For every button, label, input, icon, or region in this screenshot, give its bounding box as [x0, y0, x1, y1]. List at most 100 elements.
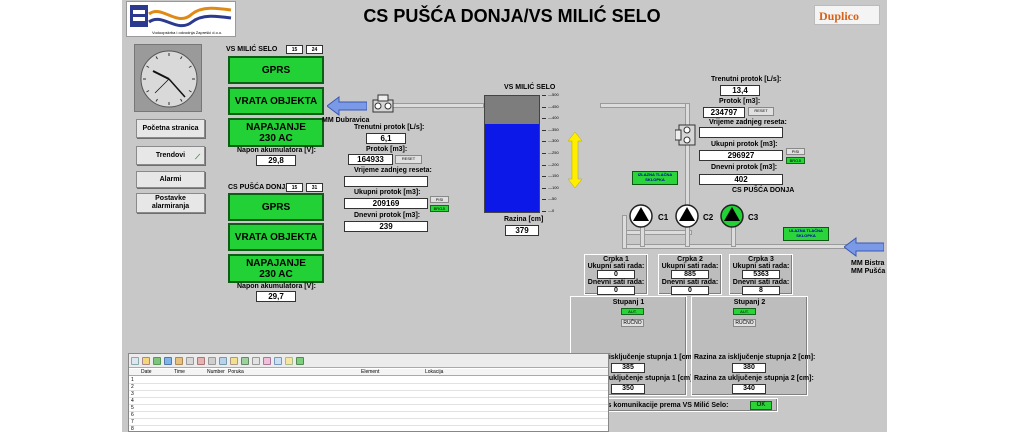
mmd-reset-button[interactable]: RESET [395, 155, 422, 164]
reservoir-water-level [485, 124, 539, 212]
vs-milic-title: VS MILIĆ SELO [226, 46, 278, 53]
scale-tick-label: —200 [548, 161, 559, 167]
alarm-log-toolbar [129, 354, 608, 368]
inlet-pressure-switch: ULAZNA TLAČNA SKLOPKA [783, 227, 829, 241]
log-tool-icon[interactable] [296, 356, 304, 365]
cs-pusca-num1: 15 [286, 183, 303, 192]
log-row[interactable]: 7 [129, 419, 608, 426]
stage-2-auto-button[interactable]: AUT. [733, 308, 756, 315]
cs-pusca-gprs-status: GPRS [228, 193, 324, 221]
log-tool-icon[interactable] [263, 356, 271, 365]
comm-status-bar: Status komunikacije prema VS Milić Selo:… [584, 398, 778, 412]
mmd-pisi-button[interactable]: PISI [430, 196, 449, 203]
stage-2-manual-button[interactable]: RUČNO [733, 319, 756, 327]
log-tool-icon[interactable] [186, 356, 194, 365]
clock-icon [140, 50, 198, 108]
mmd-flow-value: 6,1 [366, 133, 406, 144]
log-tool-icon[interactable] [131, 356, 139, 365]
pump-2-daily-label: Dnevni sati rada: [661, 279, 719, 286]
reservoir-level-label: Razina [cm] [504, 216, 544, 223]
cr-reset-button[interactable]: RESET [748, 107, 774, 116]
pipe-pump-left [622, 215, 627, 249]
log-col-message: Poruka [228, 369, 244, 375]
scale-tick-label: —400 [548, 115, 559, 121]
mm-pusca-label: MM Pušća [851, 268, 886, 275]
log-tool-icon[interactable] [230, 356, 238, 365]
log-tool-icon[interactable] [208, 356, 216, 365]
log-row[interactable]: 3 [129, 391, 608, 398]
pump-1-hours-panel: Crpka 1 Ukupni sati rada: 0 Dnevni sati … [584, 254, 648, 295]
scale-tick [542, 187, 546, 189]
comm-status-value: OK [750, 401, 772, 410]
cr-daily-value: 402 [699, 174, 783, 185]
log-tool-icon[interactable] [142, 356, 150, 365]
cr-pisi-button[interactable]: PISI [786, 148, 805, 155]
log-tool-icon[interactable] [219, 356, 227, 365]
scale-tick [542, 118, 546, 120]
pump-2-title: Crpka 2 [677, 256, 703, 263]
flowmeter-left-icon [372, 94, 394, 113]
company-logo: Vodoopskrba i odvodnja Zaprešić d.o.o. [126, 1, 236, 37]
scale-tick-label: —250 [548, 150, 559, 155]
stage-2-on-value: 340 [732, 384, 766, 394]
mm-bistra-label: MM Bistra [851, 260, 885, 267]
pump-2-hours-panel: Crpka 2 Ukupni sati rada: 885 Dnevni sat… [658, 254, 722, 295]
scale-tick [542, 164, 546, 166]
pump-2-label: C2 [703, 213, 714, 222]
pump-3-icon [720, 204, 744, 228]
cr-daily-label: Dnevni protok [m3]: [711, 164, 778, 171]
mmd-daily-label: Dnevni protok [m3]: [354, 212, 421, 219]
cs-pusca-battery-value: 29,7 [256, 291, 296, 302]
pipe-top-right [600, 103, 690, 108]
pump-3-title: Crpka 3 [748, 256, 774, 263]
vs-milic-num1: 15 [286, 45, 303, 54]
pump-1-daily-value: 0 [597, 286, 635, 295]
pump-3-hours-value: 5363 [742, 270, 780, 279]
log-col-element: Element [361, 369, 380, 375]
nav-alarm-settings-button[interactable]: Postavke alarmiranja [136, 193, 205, 213]
cs-pusca-title: CS PUŠĆA DONJA [228, 184, 291, 191]
log-tool-icon[interactable] [197, 356, 205, 365]
nav-alarms-button[interactable]: Alarmi [136, 171, 205, 188]
log-tool-icon[interactable] [241, 356, 249, 365]
log-tool-icon[interactable] [274, 356, 282, 365]
log-row-number: 2 [131, 384, 134, 390]
nav-trends-button[interactable]: Trendovi ⟋ [136, 146, 205, 165]
log-tool-icon[interactable] [285, 356, 293, 365]
pump-3-hours-label: Ukupni sati rada: [732, 263, 790, 270]
stage-1-auto-button[interactable]: AUT. [621, 308, 644, 315]
log-tool-icon[interactable] [175, 356, 183, 365]
cs-pusca-power-l2: 230 AC [259, 268, 293, 280]
alarm-log-header: Date Time Number Poruka Element Lokacija [129, 369, 608, 376]
brand-logo: Duplico [814, 5, 880, 25]
cr-broji-button[interactable]: BROJI [786, 157, 805, 164]
vs-milic-battery-label: Napon akumulatora [V]: [237, 147, 316, 154]
log-tool-icon[interactable] [164, 356, 172, 365]
log-tool-icon[interactable] [153, 356, 161, 365]
log-tool-icon[interactable] [252, 356, 260, 365]
flow-arrow-right-icon [844, 237, 884, 257]
reservoir-scale: —500—450—400—350—300—250—200—150—100—50—… [542, 92, 572, 213]
log-col-location: Lokacija [425, 369, 444, 375]
cs-pusca-num2: 31 [306, 183, 323, 192]
cr-last-reset-value [699, 127, 783, 138]
mmd-daily-value: 239 [344, 221, 428, 232]
log-row[interactable]: 4 [129, 398, 608, 405]
log-row[interactable]: 8 [129, 426, 608, 432]
cr-station-label: CS PUŠĆA DONJA [732, 187, 795, 194]
scale-tick [542, 199, 546, 201]
stage-2-title: Stupanj 2 [733, 299, 766, 306]
stage-1-manual-button[interactable]: RUČNO [621, 319, 644, 327]
nav-home-button[interactable]: Početna stranica [136, 119, 205, 138]
mmd-broji-button[interactable]: BROJI [430, 205, 449, 212]
log-row[interactable]: 1 [129, 377, 608, 384]
pump-1-icon [629, 204, 653, 228]
log-row-number: 3 [131, 391, 134, 397]
log-row[interactable]: 6 [129, 412, 608, 419]
log-col-date: Date [141, 369, 152, 375]
log-row[interactable]: 2 [129, 384, 608, 391]
log-col-number: Number [207, 369, 225, 375]
trend-icon: ⟋ [195, 154, 200, 161]
pump-2-hours-label: Ukupni sati rada: [661, 263, 719, 270]
log-row[interactable]: 5 [129, 405, 608, 412]
